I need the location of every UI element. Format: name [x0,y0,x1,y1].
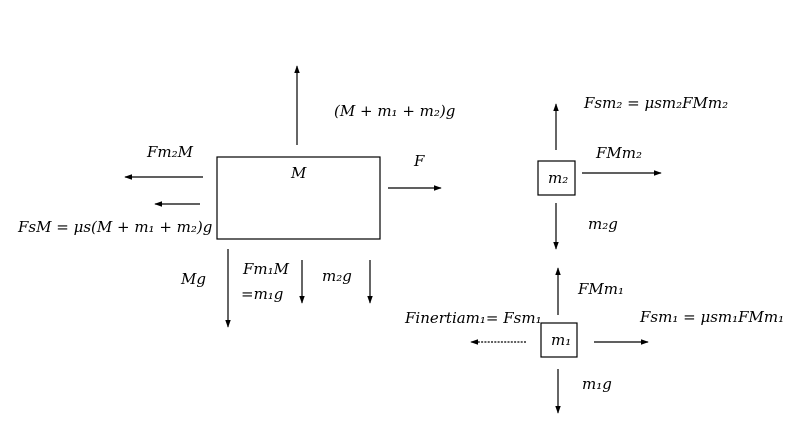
label-M-down-Mg: Mg [181,270,206,288]
label-m1-up: FMm₁ [578,280,625,298]
label-m1-down: m₁g [582,375,612,393]
label-m1-left: Finertiam₁= Fsm₁ [405,309,542,327]
block-m1-box [540,322,578,358]
block-M-box [216,156,381,240]
label-m2-right: FMm₂ [596,144,643,162]
block-m2-label: m₂ [548,169,569,187]
label-M-right-F: F [414,152,425,170]
label-m1-right: Fsm₁ = μsm₁FMm₁ [640,308,785,326]
label-m2-down: m₂g [588,215,618,233]
label-M-up: (M + m₁ + m₂)g [334,102,456,120]
label-M-left-bottom: FsM = μs(M + m₁ + m₂)g [18,218,213,236]
label-m2-up: Fsm₂ = μsm₂FMm₂ [584,94,729,112]
block-M-label: M [291,164,307,182]
block-m2-box [537,160,576,196]
label-M-left-top: Fm₂M [147,143,194,161]
block-m1-label: m₁ [551,331,572,349]
label-M-down-m2g: m₂g [322,267,352,285]
label-M-fm1m-line2: =m₁g [241,285,284,303]
label-M-fm1m-line1: Fm₁M [243,260,290,278]
